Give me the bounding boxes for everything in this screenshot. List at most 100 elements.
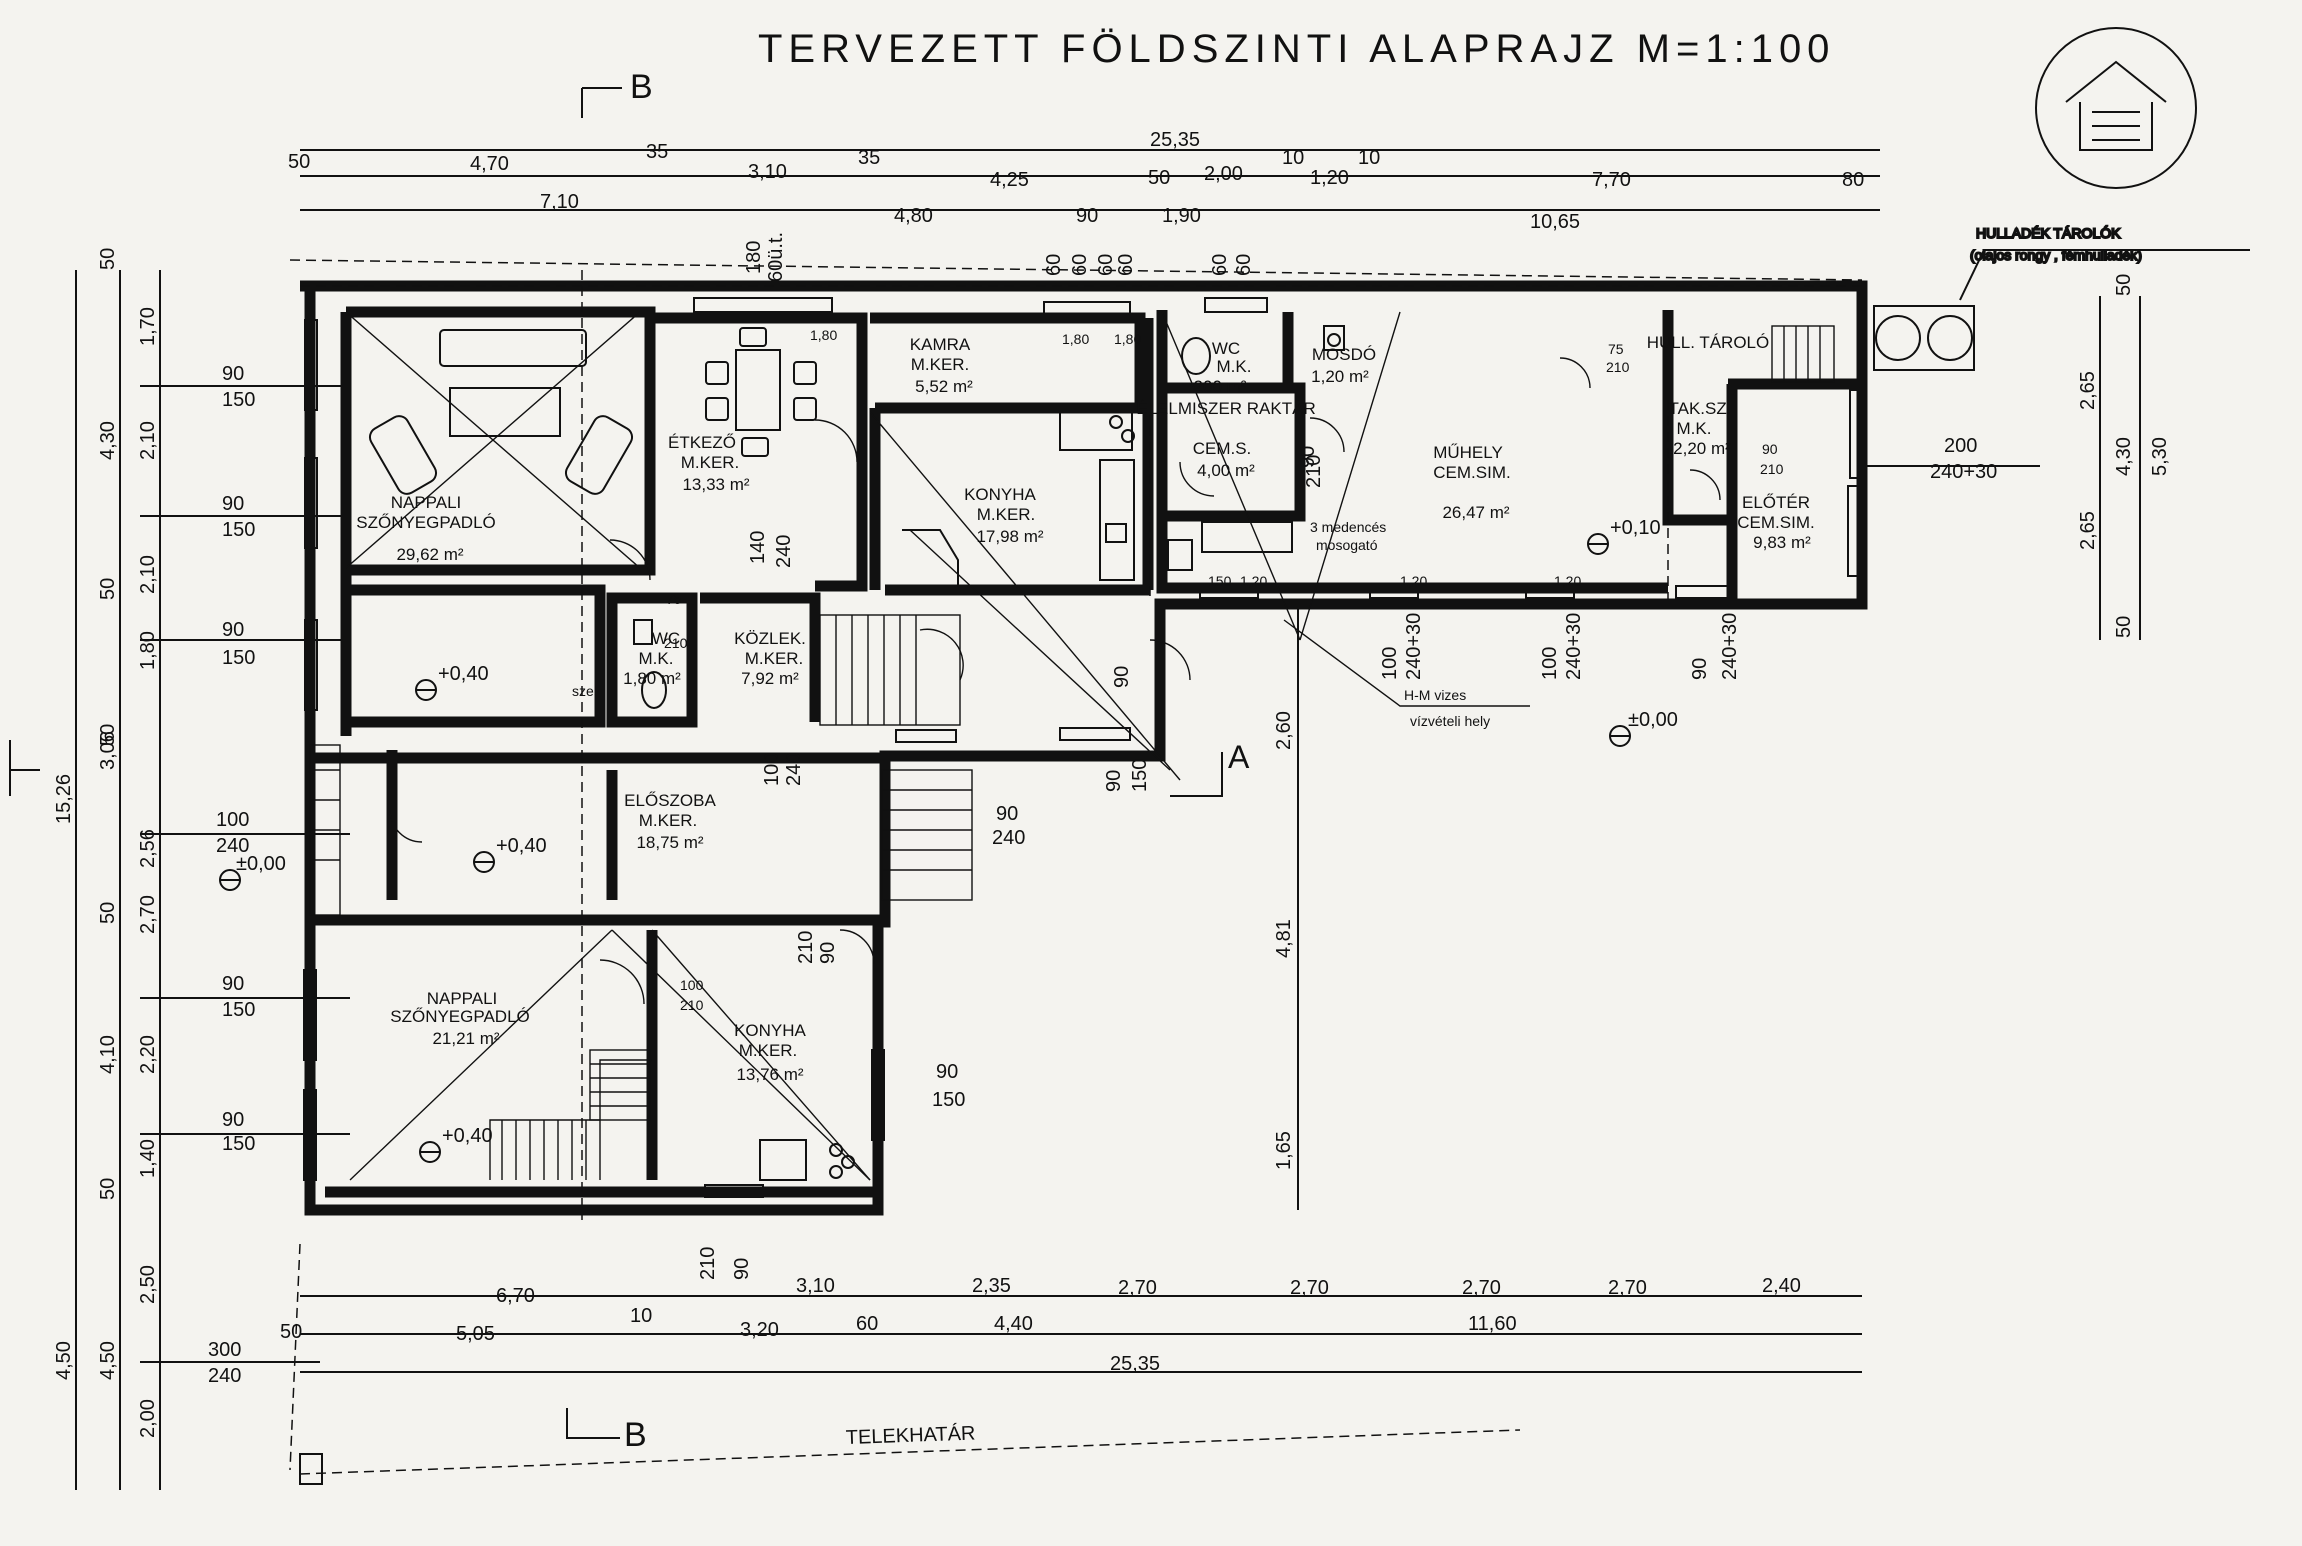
dimension-mid-vertical: 2,60 4,81 1,65 <box>1273 600 1299 1210</box>
svg-text:200: 200 <box>1944 435 1977 457</box>
svg-text:18,75 m²: 18,75 m² <box>636 833 703 852</box>
svg-text:(olajos rongy , fémhulladék): (olajos rongy , fémhulladék) <box>1970 247 2142 263</box>
svg-text:4,10: 4,10 <box>97 1035 119 1074</box>
svg-text:50: 50 <box>2113 616 2135 638</box>
svg-text:90: 90 <box>222 973 244 995</box>
svg-text:150: 150 <box>222 647 255 669</box>
svg-text:50: 50 <box>1148 167 1170 189</box>
misc-dimensions: 1,80 1,80 1,80 1,20 1,20 1,20 150 75 210… <box>664 327 1784 1280</box>
svg-text:100: 100 <box>680 977 704 993</box>
svg-text:35: 35 <box>858 147 880 169</box>
svg-text:180: 180 <box>743 241 765 274</box>
svg-text:210: 210 <box>664 635 688 651</box>
svg-text:ÉTKEZŐ: ÉTKEZŐ <box>668 433 736 452</box>
svg-text:1,20: 1,20 <box>1240 573 1267 589</box>
svg-text:10,65: 10,65 <box>1530 211 1580 233</box>
svg-text:210: 210 <box>795 931 817 964</box>
svg-text:11,60: 11,60 <box>1468 1313 1517 1335</box>
svg-text:150: 150 <box>222 999 255 1021</box>
svg-text:szel: szel <box>572 683 597 699</box>
svg-text:90: 90 <box>731 1258 753 1280</box>
exterior-walls <box>300 280 1868 1216</box>
stairs-main <box>819 614 973 901</box>
svg-text:10: 10 <box>1282 147 1304 169</box>
svg-text:90: 90 <box>1111 666 1133 688</box>
svg-text:CEM.SIM.: CEM.SIM. <box>1433 463 1510 482</box>
svg-text:25,35: 25,35 <box>1150 129 1200 151</box>
svg-text:60: 60 <box>1233 254 1255 276</box>
svg-text:100: 100 <box>1379 647 1401 680</box>
svg-text:90: 90 <box>1103 770 1125 792</box>
svg-text:100: 100 <box>216 809 249 831</box>
dimension-bottom: 6,70 3,10 2,35 2,70 2,70 2,70 2,70 2,40 … <box>280 1275 1862 1375</box>
svg-text:210: 210 <box>1760 461 1784 477</box>
room-diagonals <box>345 311 1401 1181</box>
svg-text:35: 35 <box>646 141 668 163</box>
svg-text:50: 50 <box>97 248 119 270</box>
svg-text:ELŐTÉR: ELŐTÉR <box>1742 493 1810 512</box>
svg-text:50: 50 <box>97 578 119 600</box>
svg-text:210: 210 <box>1303 455 1325 488</box>
svg-text:3,06: 3,06 <box>97 731 119 770</box>
svg-text:4,80: 4,80 <box>894 205 933 227</box>
svg-text:M.KER.: M.KER. <box>911 355 970 374</box>
svg-text:2,20 m²: 2,20 m² <box>1673 439 1731 458</box>
svg-text:vízvételi hely: vízvételi hely <box>1410 713 1490 729</box>
svg-text:90: 90 <box>936 1061 958 1083</box>
svg-text:M.KER.: M.KER. <box>977 505 1036 524</box>
svg-text:240: 240 <box>208 1365 241 1387</box>
svg-text:240+30: 240+30 <box>1563 613 1585 680</box>
svg-text:2,10: 2,10 <box>137 555 159 594</box>
svg-text:2,50: 2,50 <box>137 1265 159 1304</box>
svg-text:1,40: 1,40 <box>137 1139 159 1178</box>
section-mark-b-bottom: B <box>566 1408 647 1454</box>
svg-text:90: 90 <box>222 363 244 385</box>
svg-text:mosogató: mosogató <box>1316 537 1378 553</box>
svg-text:210: 210 <box>1606 359 1630 375</box>
svg-text:1,80: 1,80 <box>1114 331 1141 347</box>
svg-text:6,70: 6,70 <box>496 1285 535 1307</box>
svg-text:60: 60 <box>1043 254 1065 276</box>
svg-text:60: 60 <box>1115 254 1137 276</box>
svg-text:5,52 m²: 5,52 m² <box>915 377 973 396</box>
svg-text:1,20: 1,20 <box>1400 573 1427 589</box>
svg-text:2,00: 2,00 <box>137 1399 159 1438</box>
room-name: NAPPALI <box>391 493 462 512</box>
svg-text:M.K.: M.K. <box>1217 357 1252 376</box>
furniture-living <box>368 329 634 495</box>
svg-text:4,81: 4,81 <box>1273 919 1295 958</box>
svg-text:240: 240 <box>773 535 795 568</box>
svg-text:150: 150 <box>1129 759 1151 792</box>
svg-text:60: 60 <box>1209 254 1231 276</box>
svg-text:60: 60 <box>856 1313 878 1335</box>
svg-text:26,47 m²: 26,47 m² <box>1442 503 1509 522</box>
svg-text:240: 240 <box>992 827 1025 849</box>
svg-text:1,80 m²: 1,80 m² <box>623 669 681 688</box>
svg-text:4,30: 4,30 <box>2113 437 2135 476</box>
svg-text:7,10: 7,10 <box>540 191 579 213</box>
dimension-right: 200 240+30 2,65 50 4,30 5,30 2,65 50 <box>1862 274 2171 640</box>
dimension-left: 50 1,70 4,30 2,10 2,10 50 1,80 50 2,56 1… <box>53 248 161 1490</box>
svg-text:300: 300 <box>208 1339 241 1361</box>
svg-text:50: 50 <box>2113 274 2135 296</box>
svg-text:9,83 m²: 9,83 m² <box>1753 533 1811 552</box>
furniture-kitchen <box>759 409 1135 1181</box>
svg-text:NAPPALI: NAPPALI <box>427 989 498 1008</box>
svg-text:SZŐNYEGPADLÓ: SZŐNYEGPADLÓ <box>356 513 496 532</box>
svg-text:150: 150 <box>222 1133 255 1155</box>
svg-text:2,40: 2,40 <box>1762 1275 1801 1297</box>
svg-text:2,00: 2,00 <box>1204 163 1243 185</box>
svg-text:75: 75 <box>1608 341 1624 357</box>
svg-text:50: 50 <box>280 1321 302 1343</box>
svg-text:CEM.S.: CEM.S. <box>1193 439 1252 458</box>
svg-text:M.K.: M.K. <box>639 649 674 668</box>
section-mark-a: A <box>1170 739 1250 797</box>
svg-text:150: 150 <box>222 389 255 411</box>
svg-text:21,21 m²: 21,21 m² <box>432 1029 499 1048</box>
svg-text:90: 90 <box>1762 441 1778 457</box>
svg-text:90: 90 <box>817 942 839 964</box>
svg-text:M.KER.: M.KER. <box>739 1041 798 1060</box>
logo-symbol <box>2035 27 2197 189</box>
svg-text:60ü.t.: 60ü.t. <box>765 232 787 282</box>
